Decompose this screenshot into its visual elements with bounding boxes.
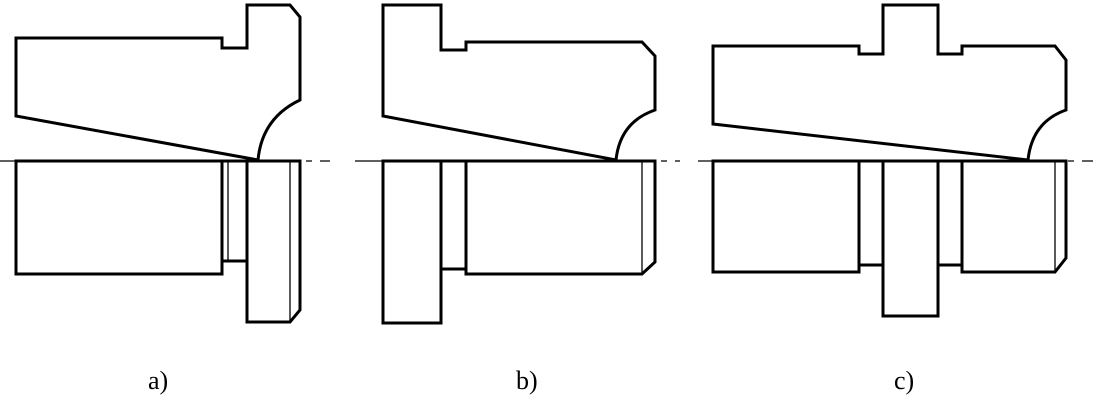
panel-a-section <box>14 3 302 162</box>
caption-a: a) <box>148 366 169 395</box>
panel-c-bore-arc <box>1027 109 1067 161</box>
caption-c: c) <box>894 366 915 395</box>
panel-c-collar <box>881 159 940 318</box>
panel-b-section <box>381 3 657 162</box>
panel-b <box>355 3 680 325</box>
panel-c-left-groove <box>857 159 885 267</box>
panel-c-right-groove <box>936 159 964 267</box>
panel-a-lower-body <box>14 159 224 276</box>
panel-b-bore-arc <box>615 109 656 161</box>
panel-a-flange <box>245 159 302 324</box>
panel-a <box>0 3 330 324</box>
panel-c <box>698 3 1093 318</box>
panel-c-left-body <box>711 159 861 274</box>
panel-a-groove <box>220 159 249 263</box>
panel-c-right-body <box>960 159 1068 274</box>
panel-b-groove <box>439 159 468 271</box>
panel-b-lower-body <box>464 159 657 276</box>
panel-a-bore-arc <box>257 99 301 161</box>
panel-c-section <box>711 3 1068 162</box>
panel-b-flange <box>381 159 443 325</box>
caption-b: b) <box>516 366 538 395</box>
